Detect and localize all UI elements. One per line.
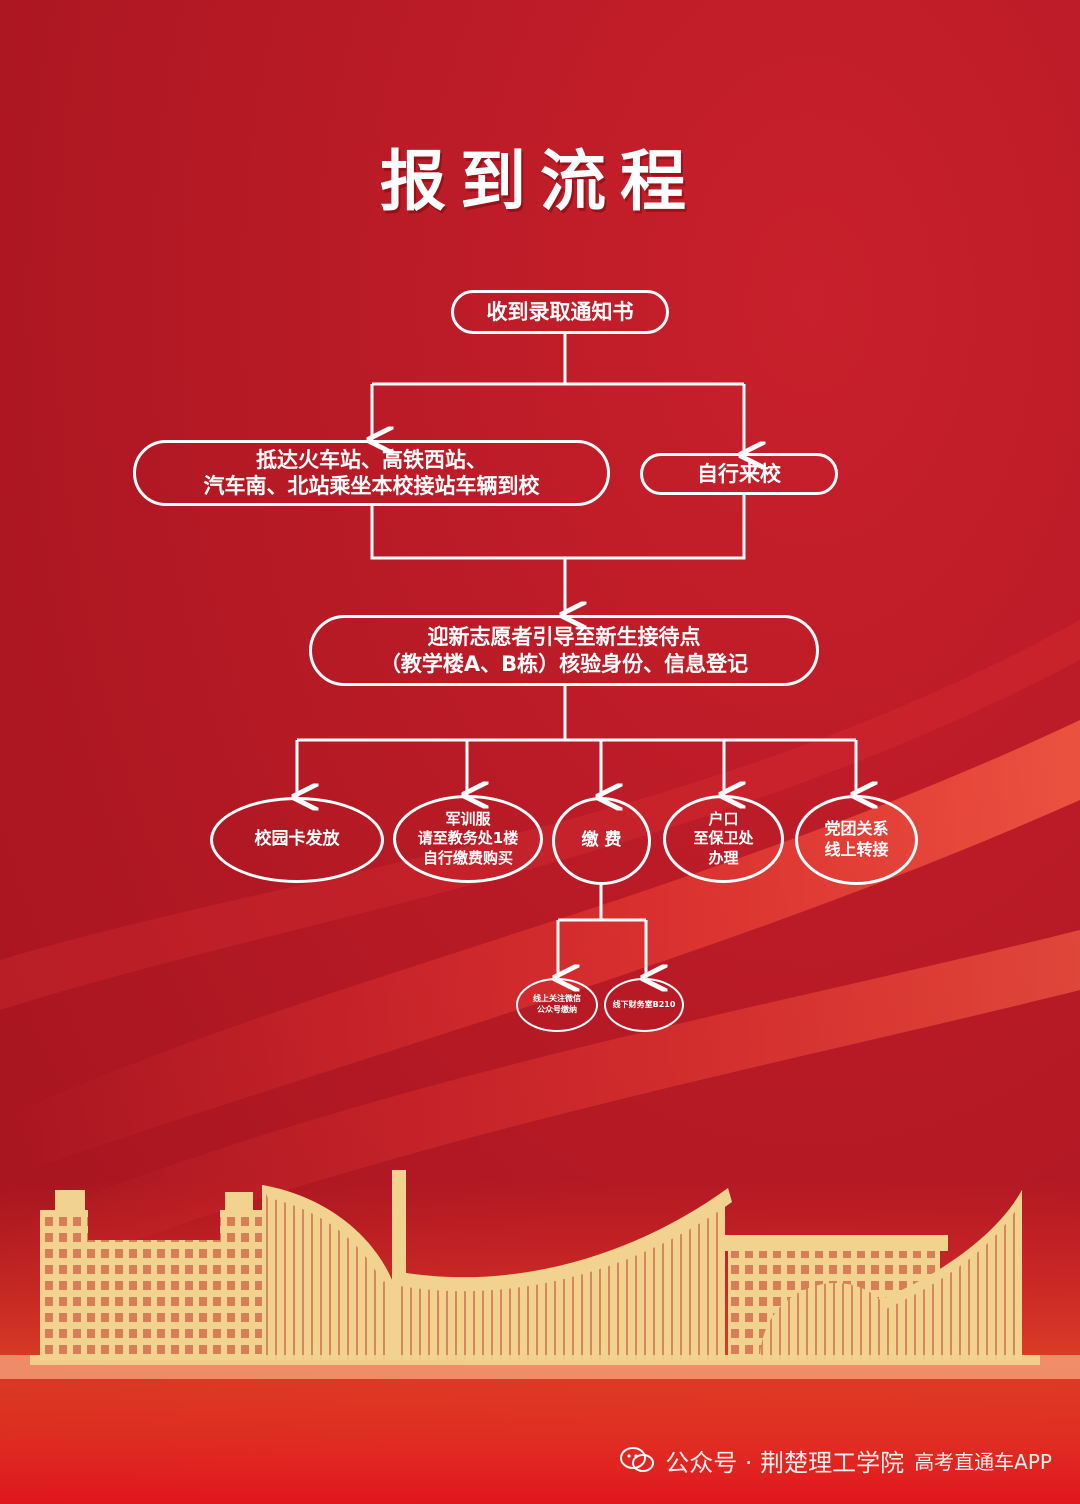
- wechat-icon: [620, 1447, 655, 1472]
- node-label-line3: 办理: [708, 848, 739, 867]
- node-self-arrival: 自行来校: [640, 453, 838, 495]
- node-station-pickup: 抵达火车站、高铁西站、 汽车南、北站乘坐本校接站车辆到校: [133, 440, 610, 506]
- node-label-line2: 公众号缴纳: [537, 1005, 577, 1014]
- node-label-line1: 户口: [708, 809, 739, 828]
- node-volunteer-checkin: 迎新志愿者引导至新生接待点 （教学楼A、B栋）核验身份、信息登记: [309, 615, 819, 686]
- node-label-line3: 自行缴费购买: [422, 848, 513, 867]
- node-label-line1: 党团关系: [824, 819, 889, 839]
- node-label: 校园卡发放: [254, 829, 340, 850]
- node-label-line1: 抵达火车站、高铁西站、: [256, 447, 487, 472]
- node-hukou: 户口 至保卫处 办理: [663, 795, 784, 883]
- node-label-line1: 线上关注微信: [533, 994, 581, 1004]
- node-label-line2: 线上转接: [824, 840, 889, 859]
- node-label: 线下财务室B210: [612, 1000, 676, 1009]
- node-fee-offline: 线下财务室B210: [604, 978, 684, 1032]
- node-label-line2: （教学楼A、B栋）核验身份、信息登记: [379, 651, 749, 676]
- node-receive-notice: 收到录取通知书: [451, 290, 669, 334]
- node-label-line2: 至保卫处: [693, 829, 754, 848]
- node-fee: 缴 费: [552, 797, 651, 885]
- node-label-line2: 汽车南、北站乘坐本校接站车辆到校: [203, 474, 540, 498]
- node-campus-card: 校园卡发放: [210, 797, 384, 883]
- campus-skyline-illustration: [30, 1170, 1040, 1365]
- node-label: 自行来校: [697, 461, 781, 486]
- node-label: 收到录取通知书: [486, 299, 634, 324]
- node-label: 缴 费: [581, 830, 622, 851]
- node-party-transfer: 党团关系 线上转接: [795, 795, 918, 885]
- node-label-line1: 迎新志愿者引导至新生接待点: [427, 625, 701, 650]
- node-fee-online: 线上关注微信 公众号缴纳: [516, 978, 598, 1032]
- node-military-uniform: 军训服 请至教务处1楼 自行缴费购买: [393, 795, 543, 883]
- footer-text: 公众号 · 荆楚理工学院: [665, 1448, 905, 1477]
- node-label-line2: 请至教务处1楼: [417, 829, 519, 848]
- page-title: 报到流程: [380, 143, 700, 220]
- footer-source: 公众号 · 荆楚理工学院 高考直通车APP: [619, 1440, 1052, 1480]
- node-label-line1: 军训服: [445, 809, 491, 828]
- watermark-text: 高考直通车APP: [914, 1449, 1052, 1474]
